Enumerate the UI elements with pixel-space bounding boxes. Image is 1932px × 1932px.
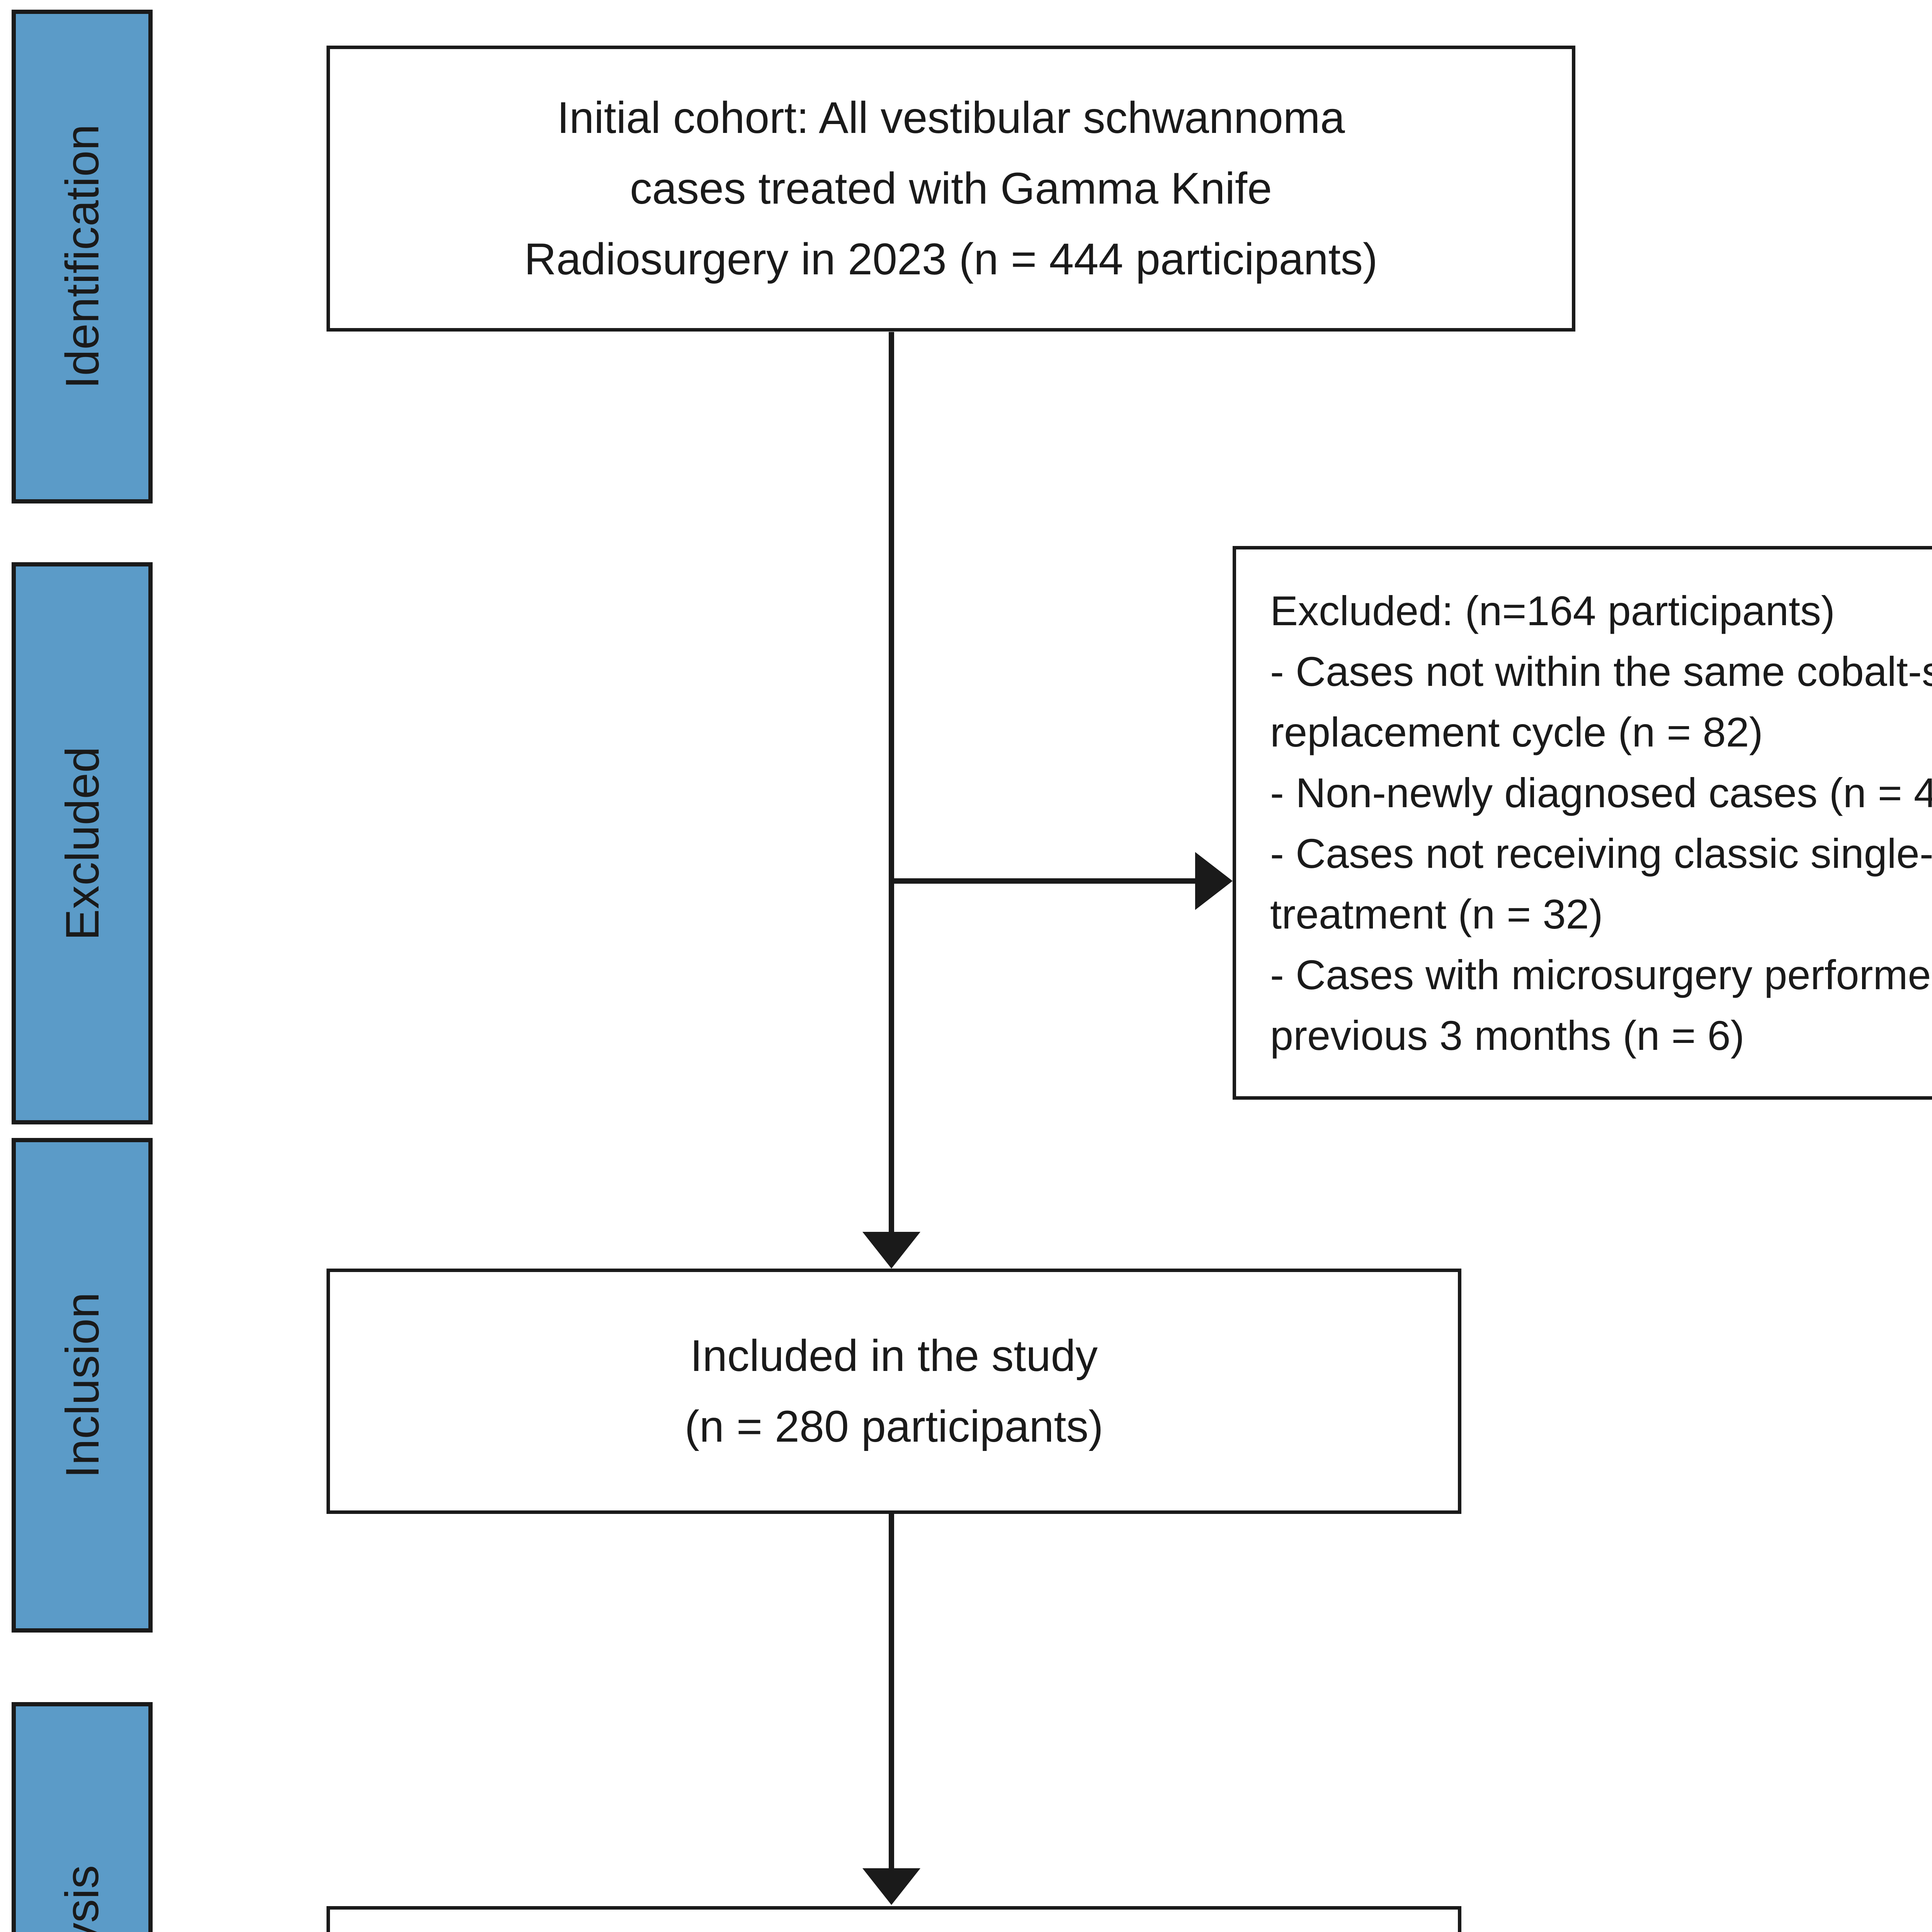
stage-band-label: Analysis (56, 1865, 109, 1932)
excluded-item: - Non-newly diagnosed cases (n = 44) (1270, 769, 1932, 816)
box-text-line: Included in the study (690, 1331, 1098, 1381)
stage-band-label: Inclusion (56, 1292, 109, 1478)
stage-band-identification: Identification (12, 10, 153, 503)
stage-band-analysis: Analysis (12, 1702, 153, 1932)
analysis-box: Include in the analysis (n = 280 partici… (327, 1906, 1461, 1932)
arrow-branch-excluded-head (1195, 852, 1233, 910)
excluded-item: - Cases not receiving classic single-fra… (1270, 830, 1932, 937)
excluded-item: - Cases with microsurgery performed with… (1270, 951, 1932, 1059)
stage-band-label: Excluded (56, 746, 109, 940)
stage-band-label: Identification (56, 124, 109, 389)
stage-band-excluded: Excluded (12, 562, 153, 1124)
arrow-initial-to-included-head (862, 1232, 920, 1269)
box-text-line: cases treated with Gamma Knife (630, 163, 1272, 213)
excluded-item: - Cases not within the same cobalt-sourc… (1270, 648, 1932, 755)
excluded-box: Excluded: (n=164 participants) - Cases n… (1233, 546, 1932, 1100)
stage-band-inclusion: Inclusion (12, 1138, 153, 1633)
included-box: Included in the study (n = 280 participa… (327, 1269, 1461, 1514)
box-text-line: (n = 280 participants) (684, 1401, 1104, 1451)
box-text-line: Radiosurgery in 2023 (n = 444 participan… (524, 234, 1378, 284)
arrow-included-to-analysis-head (862, 1868, 920, 1905)
initial-cohort-box: Initial cohort: All vestibular schwannom… (327, 46, 1575, 332)
box-text-line: Initial cohort: All vestibular schwannom… (557, 93, 1345, 143)
excluded-title: Excluded: (n=164 participants) (1270, 587, 1835, 634)
